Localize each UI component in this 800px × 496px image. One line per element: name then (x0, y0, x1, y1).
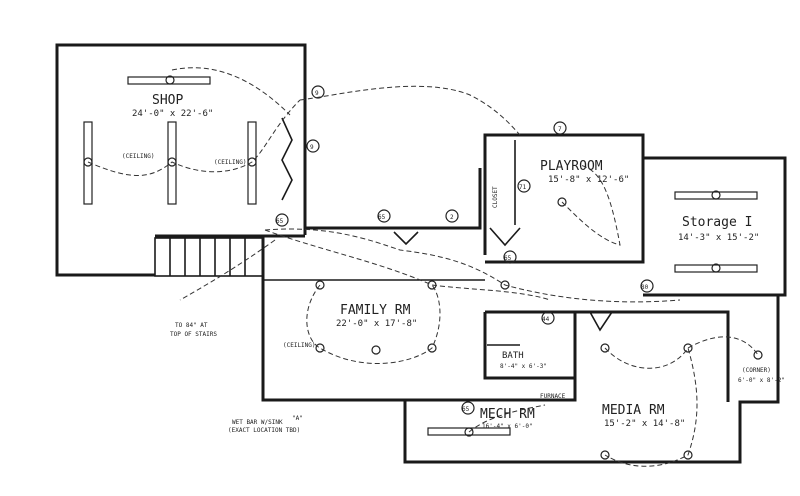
mech-room-dim: 16'-4" x 6'-0" (482, 423, 533, 430)
family-room-walls (261, 236, 780, 464)
playroom-room-dim: 15'-8" x 12'-6" (548, 175, 629, 185)
media-room-dim: 15'-2" x 14'-8" (604, 419, 685, 429)
svg-text:9: 9 (315, 90, 319, 97)
ceiling-label-3: (CEILING) (283, 342, 316, 349)
wet-bar-note-line-2: (EXACT LOCATION TBD) (228, 427, 300, 434)
storage-tube-lights (674, 190, 758, 273)
svg-text:44: 44 (542, 316, 550, 323)
tag-t10: 65 (275, 213, 289, 227)
marker-a: "A" (292, 415, 303, 422)
storage-room-name: Storage I (682, 215, 752, 230)
stairs-note-line-2: TOP OF STAIRS (170, 331, 217, 338)
stairs-note-line-1: TO 84" AT (175, 322, 208, 329)
svg-text:65: 65 (504, 255, 512, 262)
svg-text:65: 65 (276, 218, 284, 225)
walls (55, 43, 787, 464)
mech-room-name: MECH RM (480, 407, 535, 422)
tag-t4: 7 (553, 121, 567, 135)
tag-t7: 80 (640, 279, 654, 293)
mech-walls (405, 378, 577, 402)
corner-room-name: (CORNER) (742, 367, 771, 374)
svg-text:65: 65 (378, 214, 386, 221)
svg-text:71: 71 (519, 184, 527, 191)
wiring (87, 67, 759, 467)
tag-t3: 2 (445, 209, 459, 223)
shop-walls (55, 43, 307, 277)
media-room-name: MEDIA RM (602, 403, 665, 418)
recessed-lights (315, 197, 763, 460)
annotations: CLOSET (CEILING) (CEILING) (CEILING) FUR… (122, 153, 566, 434)
corner-room-dim: 6'-0" x 8'-2" (738, 377, 785, 384)
playroom-room-name: PLAYROOM (540, 159, 603, 174)
family-room-name: FAMILY RM (340, 303, 411, 318)
shop-room-name: SHOP (152, 93, 183, 108)
ceiling-label-2: (CEILING) (214, 159, 247, 166)
tag-t8: 44 (541, 311, 555, 325)
storage-room-dim: 14'-3" x 15'-2" (678, 233, 759, 243)
playroom-walls (483, 133, 645, 264)
svg-text:65: 65 (462, 406, 470, 413)
tag-t6: 65 (461, 401, 475, 415)
svg-text:80: 80 (641, 284, 649, 291)
stairs (154, 237, 264, 277)
shop-room-dim: 24'-0" x 22'-6" (132, 109, 213, 119)
bath-room-name: BATH (502, 351, 524, 361)
shop-tube-lights (83, 75, 257, 205)
closet-label: CLOSET (492, 186, 499, 208)
mech-tube-light (427, 427, 511, 437)
tag-t1: 9 (306, 139, 320, 153)
tag-t9: 65 (503, 250, 517, 264)
corridor-top-wall (305, 168, 482, 230)
outlet-tags: 9 65 2 7 9 65 80 44 65 65 71 (275, 85, 654, 415)
svg-text:7: 7 (558, 126, 562, 133)
furnace-label: FURNACE (540, 393, 566, 400)
media-walls (575, 310, 730, 402)
bath-room-dim: 8'-4" x 6'-3" (500, 363, 547, 370)
tag-t2: 65 (377, 209, 391, 223)
storage-walls (643, 156, 787, 297)
wet-bar-note-line-1: WET BAR W/SINK (232, 419, 283, 426)
svg-text:9: 9 (310, 144, 314, 151)
tag-t5: 9 (311, 85, 325, 99)
room-labels: SHOP 24'-0" x 22'-6" PLAYROOM 15'-8" x 1… (132, 93, 785, 430)
ceiling-label-1: (CEILING) (122, 153, 155, 160)
svg-text:2: 2 (450, 214, 454, 221)
family-room-dim: 22'-0" x 17'-8" (336, 319, 417, 329)
doors (281, 117, 613, 332)
tag-t11: 71 (517, 179, 531, 193)
